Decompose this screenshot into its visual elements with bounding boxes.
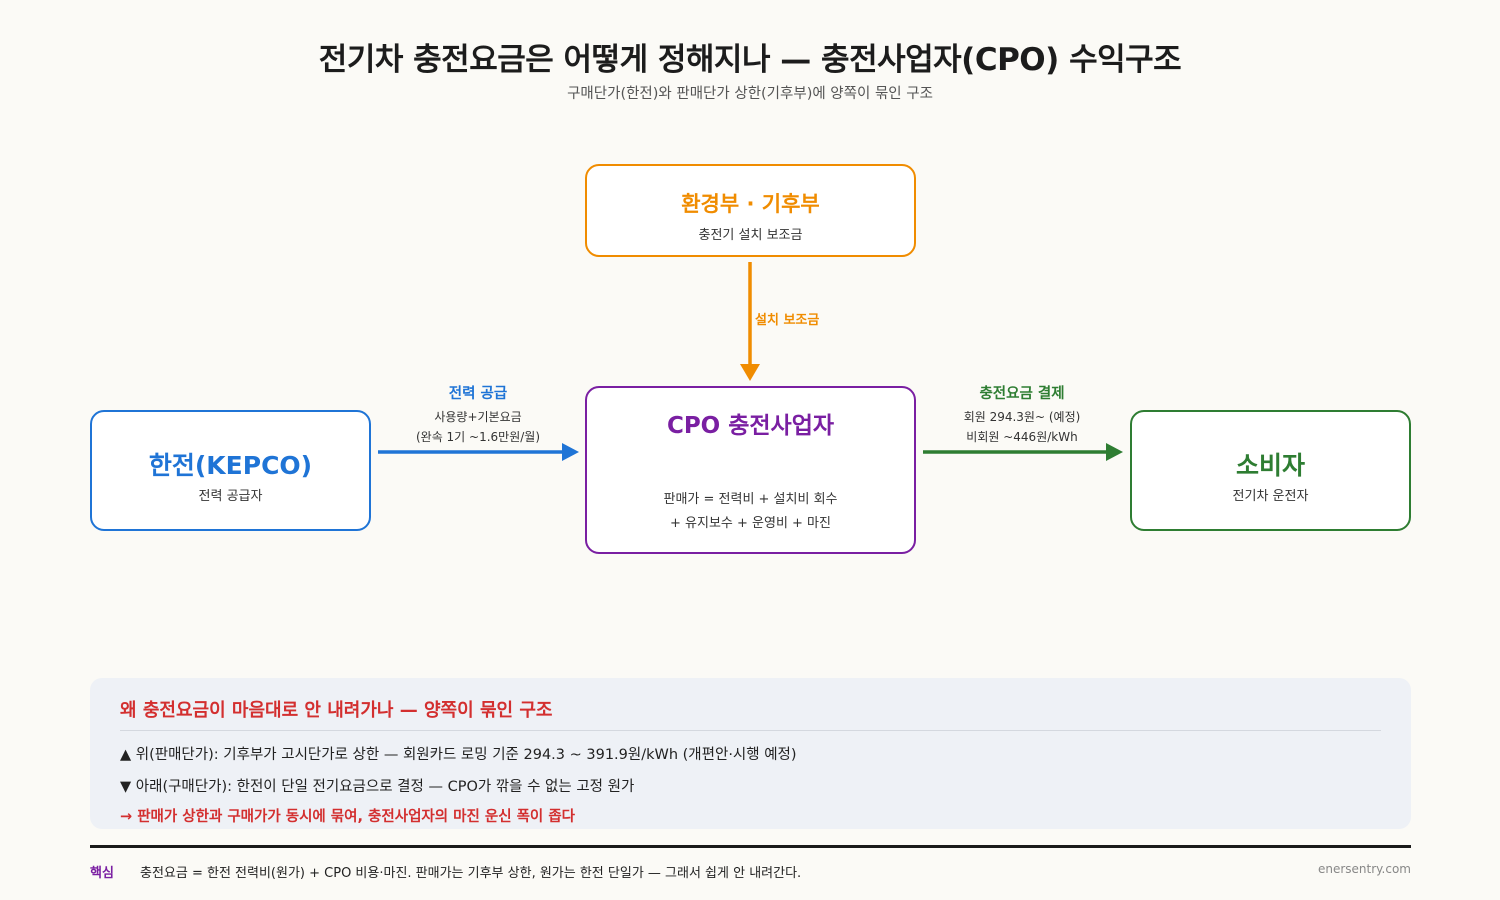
- arrow-subsidy: [740, 262, 760, 381]
- arrow-supply: [378, 443, 579, 461]
- node-consumer-desc: 전기차 운전자: [1232, 489, 1309, 504]
- node-kepco-name: 한전(KEPCO): [148, 451, 313, 480]
- panel-line-upper-price: ▲ 위(판매단가): 기후부가 고시단가로 상한 — 회원카드 로밍 기준 29…: [120, 747, 797, 763]
- edge-supply-detail-1: 사용량+기본요금: [434, 410, 522, 424]
- edge-supply-label-group: 전력 공급 사용량+기본요금 (완속 1기 ~1.6만원/월): [378, 382, 578, 447]
- node-env-name: 환경부 · 기후부: [681, 192, 820, 216]
- footer-key-label: 핵심: [90, 866, 114, 881]
- node-consumer-name: 소비자: [1235, 451, 1305, 480]
- footer-summary: 충전요금 = 한전 전력비(원가) + CPO 비용·마진. 판매가는 기후부 …: [140, 866, 802, 881]
- explanation-panel: 왜 충전요금이 마음대로 안 내려가나 — 양쪽이 묶인 구조 ▲ 위(판매단가…: [90, 678, 1411, 829]
- panel-line-conclusion: → 판매가 상한과 구매가가 동시에 묶여, 충전사업자의 마진 운신 폭이 좁…: [120, 809, 575, 825]
- edge-payment-detail-1: 회원 294.3원~ (예정): [963, 410, 1081, 424]
- node-cpo: CPO 충전사업자 판매가 = 전력비 + 설치비 회수 + 유지보수 + 운영…: [585, 386, 916, 554]
- node-env-desc: 충전기 설치 보조금: [698, 228, 803, 243]
- node-cpo-formula-line-2: + 유지보수 + 운영비 + 마진: [670, 516, 831, 531]
- page-title: 전기차 충전요금은 어떻게 정해지나 — 충전사업자(CPO) 수익구조: [318, 42, 1182, 78]
- node-kepco-desc: 전력 공급자: [198, 489, 263, 504]
- edge-subsidy-label: 설치 보조금: [755, 313, 820, 328]
- node-kepco: 한전(KEPCO) 전력 공급자: [90, 410, 371, 531]
- node-environment-ministry: 환경부 · 기후부 충전기 설치 보조금: [585, 164, 916, 257]
- footer-divider: [90, 845, 1411, 848]
- node-cpo-name: CPO 충전사업자: [666, 413, 835, 439]
- footer-site-link[interactable]: enersentry.com: [1317, 862, 1411, 876]
- panel-divider: [120, 730, 1381, 731]
- panel-title: 왜 충전요금이 마음대로 안 내려가나 — 양쪽이 묶인 구조: [120, 700, 553, 721]
- edge-payment-label-group: 충전요금 결제 회원 294.3원~ (예정) 비회원 ~446원/kWh: [922, 382, 1122, 447]
- arrow-payment: [923, 443, 1123, 461]
- panel-line-lower-price: ▼ 아래(구매단가): 한전이 단일 전기요금으로 결정 — CPO가 깎을 수…: [120, 779, 635, 795]
- node-cpo-formula-line-1: 판매가 = 전력비 + 설치비 회수: [663, 492, 838, 507]
- edge-supply-detail-2: (완속 1기 ~1.6만원/월): [415, 430, 541, 444]
- edge-payment-label: 충전요금 결제: [979, 386, 1065, 402]
- edge-supply-label: 전력 공급: [448, 386, 508, 402]
- edge-payment-detail-2: 비회원 ~446원/kWh: [966, 430, 1078, 444]
- node-consumer: 소비자 전기차 운전자: [1130, 410, 1411, 531]
- page-subtitle: 구매단가(한전)와 판매단가 상한(기후부)에 양쪽이 묶인 구조: [567, 86, 933, 102]
